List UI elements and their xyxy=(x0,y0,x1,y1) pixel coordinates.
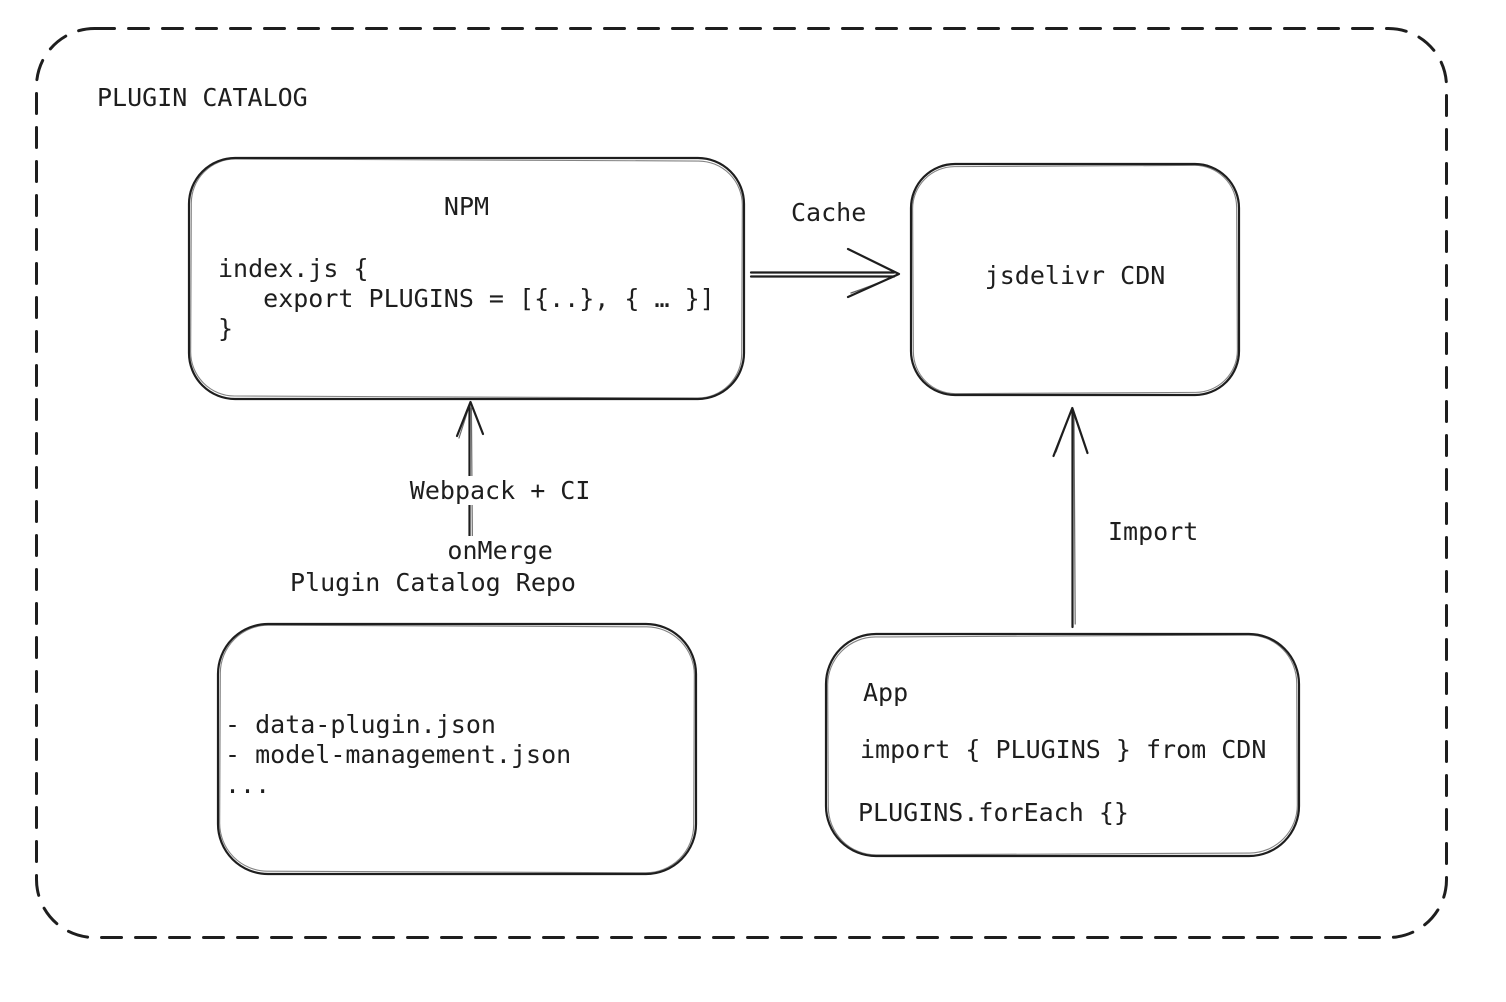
repo-box-shape xyxy=(216,622,698,876)
build-edge-label-line-1: Webpack + CI xyxy=(403,476,597,505)
npm-box-shape xyxy=(187,156,746,401)
import-edge-label: Import xyxy=(1108,517,1199,546)
npm-code-line-2: export PLUGINS = [{..}, { … }] xyxy=(218,284,715,313)
app-code-line-1: import { PLUGINS } from CDN xyxy=(860,735,1267,764)
npm-box-shape-echo xyxy=(190,158,743,399)
repo-item-1: - data-plugin.json xyxy=(225,710,496,739)
import-arrow xyxy=(1052,406,1089,629)
diagram-title: PLUGIN CATALOG xyxy=(97,83,308,112)
repo-box-shape-echo xyxy=(219,624,695,874)
app-node-title: App xyxy=(863,678,909,707)
npm-node-title: NPM xyxy=(443,192,490,221)
cdn-node-label: jsdelivr CDN xyxy=(984,261,1166,290)
repo-node-label: Plugin Catalog Repo xyxy=(290,568,576,597)
app-box-shape-echo xyxy=(827,634,1298,856)
build-edge-label: Webpack + CI onMerge xyxy=(340,446,600,596)
app-box-shape xyxy=(824,632,1301,858)
cdn-box-shape-echo xyxy=(912,164,1238,395)
cache-arrow xyxy=(749,247,901,299)
repo-item-2: - model-management.json xyxy=(225,740,572,769)
app-code-line-2: PLUGINS.forEach {} xyxy=(858,798,1129,827)
npm-code-line-1: index.js { xyxy=(218,254,369,283)
build-edge-label-line-2: onMerge xyxy=(441,536,559,565)
cdn-box-shape xyxy=(909,162,1241,397)
npm-code-line-3: } xyxy=(218,314,234,343)
cache-edge-label: Cache xyxy=(791,198,867,227)
repo-item-3: ... xyxy=(225,770,271,799)
catalog-boundary-shape xyxy=(35,27,1448,939)
